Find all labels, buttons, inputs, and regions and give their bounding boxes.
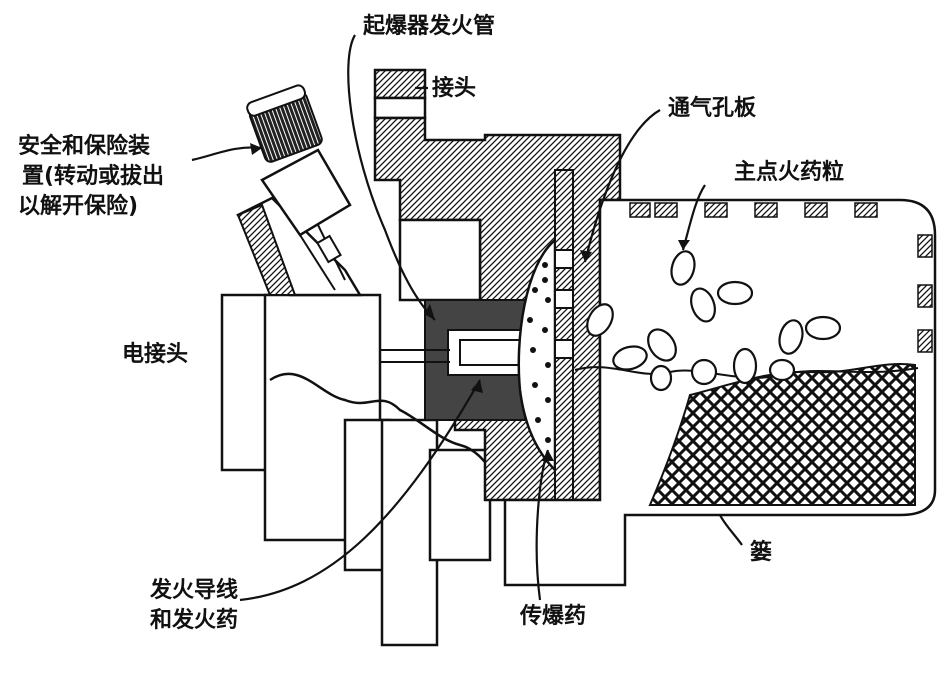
label-booster: 传爆药 <box>520 604 587 629</box>
label-main-pellets: 主点火药粒 <box>734 160 845 185</box>
booster-charge <box>517 237 557 474</box>
label-connector: 接头 <box>432 76 477 101</box>
label-screen: 篓 <box>750 540 773 565</box>
label-safety-3: 以解开保险) <box>18 194 139 219</box>
label-vent-plate: 通气孔板 <box>668 96 757 121</box>
label-safety-2: 置(转动或拔出 <box>22 164 165 189</box>
label-bridgewire-2: 和发火药 <box>150 608 239 633</box>
label-bridgewire-1: 发火导线 <box>150 578 239 603</box>
arrowheads <box>250 143 690 461</box>
vent-plate <box>554 169 574 546</box>
label-safety-1: 安全和保险装 <box>18 134 151 159</box>
main-igniter-pellets <box>586 250 842 392</box>
label-electric-connector: 电接头 <box>122 342 189 367</box>
main-chamber <box>503 198 937 587</box>
detonator-housing <box>380 299 529 421</box>
electric-connector-body <box>220 293 492 647</box>
label-detonator: 起爆器发火管 <box>363 14 496 39</box>
safety-arming-device <box>236 84 363 297</box>
break-line <box>269 372 501 481</box>
knurled-knob <box>246 84 323 163</box>
